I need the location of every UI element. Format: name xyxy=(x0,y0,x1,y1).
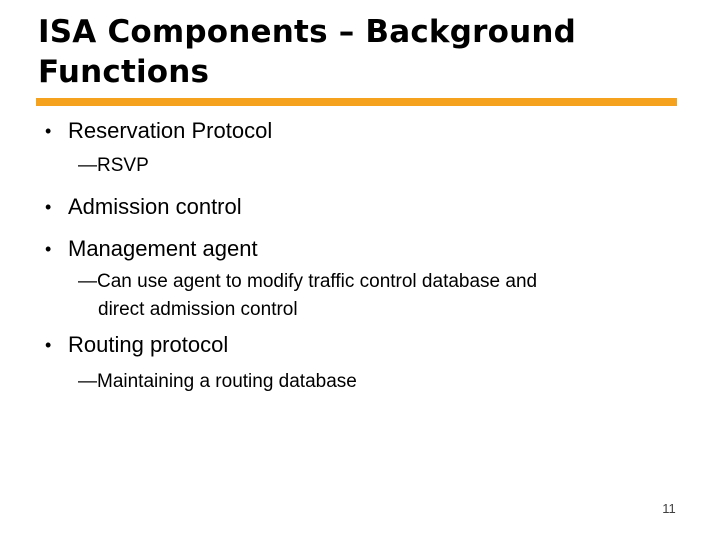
sub-list-item: —RSVP xyxy=(0,152,540,180)
bullet-list: • Reservation Protocol —RSVP • Admission… xyxy=(0,114,690,396)
sub-list-item: —Can use agent to modify traffic control… xyxy=(0,268,540,324)
title-accent-rule xyxy=(36,98,677,106)
bullet-icon: • xyxy=(45,197,52,217)
sub-list-item-text: Can use agent to modify traffic control … xyxy=(97,271,538,320)
list-item-text: Admission control xyxy=(68,194,242,219)
page-number: 11 xyxy=(662,501,676,516)
dash-icon: — xyxy=(78,371,97,392)
list-item-text: Reservation Protocol xyxy=(68,118,273,143)
list-item-text: Routing protocol xyxy=(68,332,229,357)
bullet-icon: • xyxy=(45,121,52,141)
list-item-text: Management agent xyxy=(68,236,258,261)
bullet-icon: • xyxy=(45,335,52,355)
sub-list-item-text: RSVP xyxy=(97,155,149,176)
sub-list-item: —Maintaining a routing database xyxy=(0,368,540,396)
dash-icon: — xyxy=(78,271,97,292)
list-item: • Management agent xyxy=(0,234,690,264)
list-item: • Reservation Protocol xyxy=(0,116,690,146)
list-item: • Routing protocol xyxy=(0,330,690,360)
list-item: • Admission control xyxy=(0,192,690,222)
bullet-icon: • xyxy=(45,239,52,259)
dash-icon: — xyxy=(78,155,97,176)
sub-list-item-text: Maintaining a routing database xyxy=(97,371,357,392)
slide-title: ISA Components – Background Functions xyxy=(38,14,577,90)
